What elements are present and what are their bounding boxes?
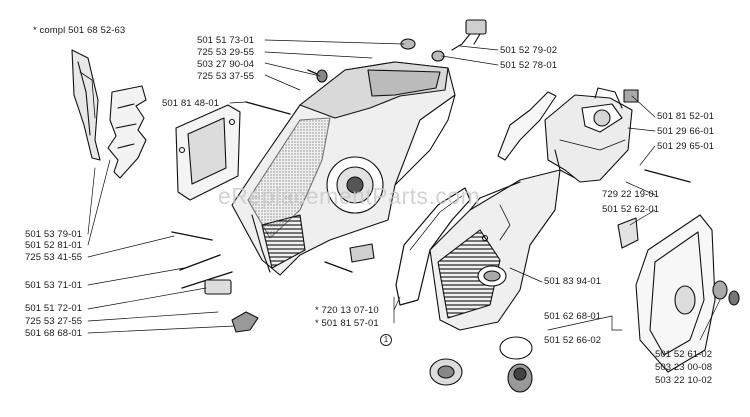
bolt-part — [171, 69, 691, 289]
label-725-53-27-55: 725 53 27-55 — [25, 316, 83, 327]
side-cover-part — [71, 49, 101, 161]
label-compl: * compl 501 68 52-63 — [33, 25, 126, 36]
small-bracket-part — [349, 243, 375, 263]
label-720-13-07-10: * 720 13 07-10 — [315, 305, 379, 316]
recoil-cover-part — [635, 214, 716, 373]
label-501-68-68-01: 501 68 68-01 — [25, 328, 83, 339]
watermark: eReplacementParts.com — [218, 183, 481, 209]
bracket-part — [617, 217, 639, 249]
label-501-62-68-01: 501 62 68-01 — [544, 311, 602, 322]
shield-plate-part — [107, 85, 147, 179]
cylinder-housing-part — [429, 169, 561, 331]
oil-cap-part — [499, 336, 533, 393]
engine-block-part — [544, 87, 633, 183]
washer-part — [728, 290, 740, 306]
cover-plate-part — [175, 104, 241, 201]
label-501-52-79-02: 501 52 79-02 — [500, 45, 558, 56]
label-501-81-57-01: * 501 81 57-01 — [315, 318, 379, 329]
label-725-53-29-55: 725 53 29-55 — [197, 47, 255, 58]
label-501-52-81-01: 501 52 81-01 — [25, 240, 83, 251]
label-501-52-78-01: 501 52 78-01 — [500, 60, 558, 71]
leader-lines — [87, 39, 721, 341]
label-501-51-73-01: 501 51 73-01 — [197, 35, 255, 46]
trim-strip-part — [497, 91, 557, 161]
label-503-23-00-08: 503 23 00-08 — [655, 362, 713, 373]
sensor-cable-part — [451, 19, 487, 51]
label-501-53-71-01: 501 53 71-01 — [25, 280, 83, 291]
label-503-22-10-02: 503 22 10-02 — [655, 375, 713, 386]
clip-part — [623, 89, 639, 103]
label-503-27-90-04: 503 27 90-04 — [197, 59, 255, 70]
block-part — [204, 279, 232, 295]
label-501-52-62-01: 501 52 62-01 — [602, 204, 660, 215]
label-501-53-79-01: 501 53 79-01 — [25, 229, 83, 240]
label-501-52-61-02: 501 52 61-02 — [655, 349, 713, 360]
label-729-22-19-01: 729 22 19-01 — [602, 189, 660, 200]
crankcase-housing-part — [231, 61, 456, 276]
washer-part — [712, 280, 728, 300]
clip-part — [231, 311, 259, 333]
fuel-cap-part — [429, 358, 463, 386]
label-501-52-66-02: 501 52 66-02 — [544, 335, 602, 346]
bolt-head — [316, 69, 328, 83]
gasket-part — [395, 187, 471, 306]
label-501-81-48-01: 501 81 48-01 — [162, 98, 220, 109]
label-501-29-65-01: 501 29 65-01 — [657, 141, 715, 152]
label-501-51-72-01: 501 51 72-01 — [25, 303, 83, 314]
label-501-81-52-01: 501 81 52-01 — [657, 111, 715, 122]
label-501-83-94-01: 501 83 94-01 — [544, 276, 602, 287]
label-501-29-66-01: 501 29 66-01 — [657, 126, 715, 137]
label-725-53-37-55: 725 53 37-55 — [197, 71, 255, 82]
callout-1: 1 — [380, 334, 392, 346]
label-725-53-41-55: 725 53 41-55 — [25, 252, 83, 263]
